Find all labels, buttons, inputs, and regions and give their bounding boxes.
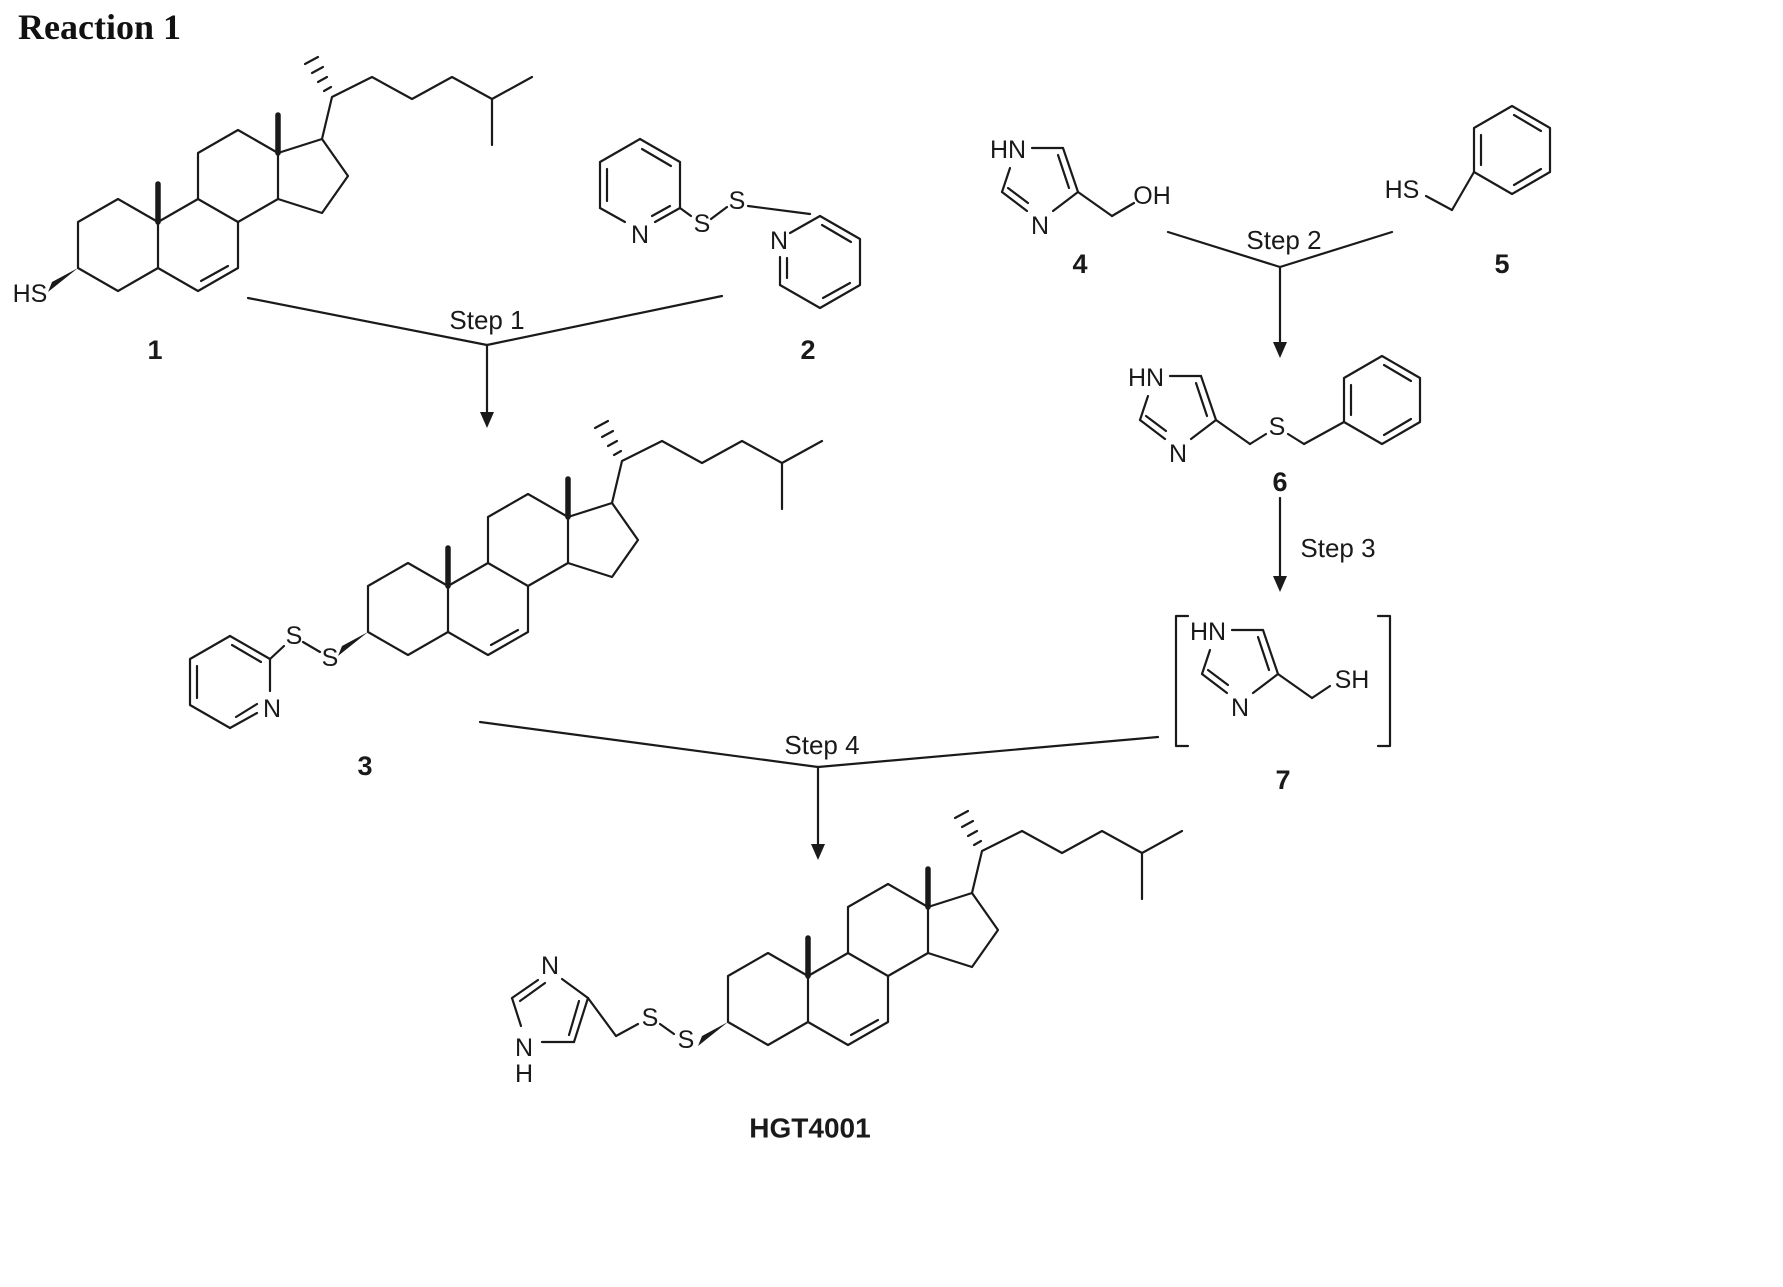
compound-2-n-right-atom-label: N bbox=[770, 227, 788, 255]
compound-2-n-left-atom-label: N bbox=[631, 221, 649, 249]
compound-4-oh-atom-label: OH bbox=[1133, 182, 1171, 210]
compound-3-n-atom-label: N bbox=[263, 695, 281, 723]
product-h-atom-label: H bbox=[515, 1060, 533, 1088]
compound-4-structure: HN N OH 4 bbox=[990, 136, 1171, 279]
compound-3-s-right-atom-label: S bbox=[322, 644, 339, 672]
compound-4-number: 4 bbox=[1072, 249, 1087, 279]
compound-2-number: 2 bbox=[800, 335, 815, 365]
step-4-arrow: Step 4 bbox=[478, 720, 1160, 860]
compound-7-structure: HN N SH 7 bbox=[1174, 614, 1392, 795]
product-s-right-atom-label: S bbox=[678, 1026, 695, 1054]
compound-1-number: 1 bbox=[147, 335, 162, 365]
compound-3-number: 3 bbox=[357, 751, 372, 781]
product-s-left-atom-label: S bbox=[642, 1004, 659, 1032]
compound-7-hn-atom-label: HN bbox=[1190, 618, 1226, 646]
step-1-arrow: Step 1 bbox=[246, 294, 724, 428]
compound-6-s-atom-label: S bbox=[1269, 413, 1286, 441]
compound-6-n-atom-label: N bbox=[1169, 440, 1187, 468]
step-1-label: Step 1 bbox=[449, 305, 524, 335]
compound-6-hn-atom-label: HN bbox=[1128, 364, 1164, 392]
compound-4-n-atom-label: N bbox=[1031, 212, 1049, 240]
compound-3-structure: N S S 3 bbox=[188, 421, 822, 781]
step-3-label: Step 3 bbox=[1300, 533, 1375, 563]
compound-4-hn-atom-label: HN bbox=[990, 136, 1026, 164]
product-n-bottom-atom-label: N bbox=[515, 1034, 533, 1062]
step-2-label: Step 2 bbox=[1246, 225, 1321, 255]
compound-5-number: 5 bbox=[1494, 249, 1509, 279]
product-structure: N N H S S HGT4001 bbox=[510, 811, 1182, 1144]
compound-5-hs-atom-label: HS bbox=[1385, 176, 1420, 204]
compound-7-number: 7 bbox=[1275, 765, 1290, 795]
compound-2-s-right-atom-label: S bbox=[729, 187, 746, 215]
compound-1-hs-atom-label: HS bbox=[13, 280, 48, 308]
compound-6-structure: HN N S 6 bbox=[1128, 354, 1422, 497]
compound-3-steroid-skeleton bbox=[338, 421, 822, 656]
product-name-label: HGT4001 bbox=[749, 1113, 870, 1144]
compound-5-structure: HS 5 bbox=[1385, 104, 1552, 279]
compound-3-s-left-atom-label: S bbox=[286, 622, 303, 650]
step-2-arrow: Step 2 bbox=[1166, 225, 1394, 358]
step-4-label: Step 4 bbox=[784, 730, 859, 760]
step-3-arrow: Step 3 bbox=[1273, 496, 1376, 592]
compound-1-steroid-skeleton bbox=[48, 57, 532, 292]
product-steroid-skeleton bbox=[698, 811, 1182, 1046]
compound-2-s-left-atom-label: S bbox=[694, 210, 711, 238]
compound-7-n-atom-label: N bbox=[1231, 694, 1249, 722]
compound-1-structure: HS 1 bbox=[13, 57, 532, 365]
product-n-top-atom-label: N bbox=[541, 952, 559, 980]
page-title: Reaction 1 bbox=[18, 7, 181, 47]
compound-6-number: 6 bbox=[1272, 467, 1287, 497]
compound-2-structure: N S S N 2 bbox=[598, 137, 862, 365]
compound-7-sh-atom-label: SH bbox=[1335, 666, 1370, 694]
